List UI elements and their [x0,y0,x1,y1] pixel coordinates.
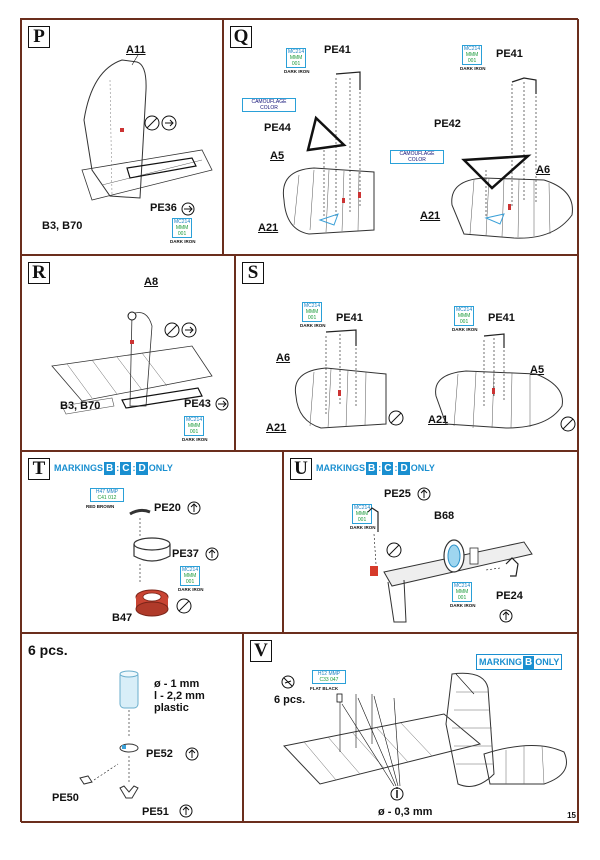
wire-diameter: ø - 0,3 mm [378,806,433,818]
paint-name: DARK IRON [350,525,376,530]
camo-callout-right: CAMOUFLAGE COLOR [390,150,444,164]
part-label-a5: A5 [270,150,285,162]
part-label-a11: A11 [126,44,146,56]
paint-name: RED BROWN [86,504,115,509]
paint-name: DARK IRON [284,69,310,74]
part-label-pe41-left: PE41 [336,312,363,324]
part-label-pe36: PE36 [150,202,177,214]
rod-spec: ø - 1 mm l - 2,2 mm plastic [154,678,205,714]
tailwheel-diagram [367,487,533,623]
part-label-pe20: PE20 [154,502,181,514]
step-letter: U [290,458,312,480]
part-label-pe41-left: PE41 [324,44,351,56]
part-label-a21-left: A21 [266,422,287,434]
pieces-count: 6 pcs. [274,694,306,706]
part-label-a6: A6 [276,352,291,364]
part-label-pe42: PE42 [434,118,461,130]
step-letter: T [28,458,50,480]
paint-name: FLAT BLACK [310,686,339,691]
step-letter: Q [230,26,252,48]
part-label-a8: A8 [144,276,159,288]
step-letter: P [28,26,50,48]
step-letter: S [242,262,264,284]
page-number: 15 [567,811,576,820]
part-label-b68: B68 [434,510,455,522]
part-label-a21-right: A21 [420,210,441,222]
part-label-pe50: PE50 [52,792,79,804]
paint-callout-red-brown: H47 MMP C41 012 [90,488,124,502]
paint-name: DARK IRON [170,239,196,244]
paint-callout-flat-black: H12 MMP C33 047 [312,670,346,684]
markings-note: MARKINGS B: C: D ONLY [54,461,173,475]
rudder-hinge-diagram [51,311,229,415]
part-label-pe41-right: PE41 [488,312,515,324]
panel-step-t: T MARKINGS B: C: D ONLY H47 MMP C41 012 … [21,451,283,633]
part-label-pe52: PE52 [146,748,173,760]
part-label-a6: A6 [536,164,551,176]
part-label-pe37: PE37 [172,548,199,560]
step-letter: V [250,640,272,662]
markings-note: MARKINGS B: C: D ONLY [316,461,435,475]
camo-callout-left: CAMOUFLAGE COLOR [242,98,296,112]
paint-name: DARK IRON [452,327,478,332]
part-label-b3-b70: B3, B70 [42,220,83,232]
paint-name: DARK IRON [300,323,326,328]
rod-diagram [79,670,199,818]
part-label-pe25: PE25 [384,488,411,500]
pieces-count: 6 pcs. [28,642,68,658]
part-label-pe44: PE44 [264,122,291,134]
tailplane-diagram [282,71,573,239]
markings-note: MARKING B ONLY [476,654,563,670]
part-label-b47: B47 [112,612,133,624]
part-label-a5: A5 [530,364,545,376]
wheel-diagram [129,501,219,617]
part-label-a21-left: A21 [258,222,279,234]
panel-step-v: V MARKING B ONLY 6 pcs. H12 MMP C33 047 … [243,633,579,823]
paint-name: DARK IRON [450,603,476,608]
part-label-pe24: PE24 [496,590,523,602]
elevator-diagram [294,329,576,432]
panel-six-pieces: 6 pcs. ø - 1 mm l - 2,2 mm plastic PE52 … [21,633,243,823]
part-label-pe51: PE51 [142,806,169,818]
part-label-b3-b70: B3, B70 [60,400,101,412]
part-label-pe41-right: PE41 [496,48,523,60]
paint-name: DARK IRON [178,587,204,592]
paint-name: DARK IRON [460,66,486,71]
tail-rigging-diagram [281,672,567,801]
part-label-pe43: PE43 [184,398,211,410]
paint-name: DARK IRON [182,437,208,442]
rudder-diagram [81,54,213,216]
step-letter: R [28,262,50,284]
